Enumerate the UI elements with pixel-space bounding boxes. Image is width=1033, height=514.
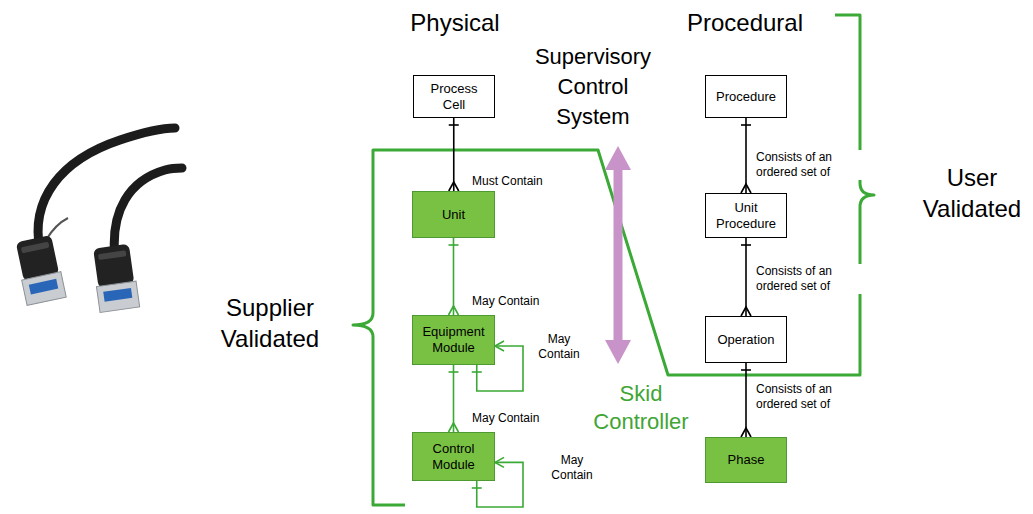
- crows-foot: [449, 306, 459, 315]
- relation-label: Consists of an ordered set of: [754, 150, 870, 180]
- box-text: Control Module: [417, 441, 490, 473]
- relation-label: May Contain: [470, 294, 564, 309]
- system-label: Supervisory Control System: [523, 42, 663, 132]
- relation-connector: [453, 118, 455, 191]
- validation-label: User Validated: [922, 162, 1022, 224]
- box-text: Procedure: [716, 89, 776, 105]
- entity-box: Process Cell: [413, 75, 495, 118]
- relation-label: May Contain: [470, 411, 564, 426]
- relation-connector: [745, 118, 747, 193]
- relation-label: Consists of an ordered set of: [754, 382, 870, 412]
- relation-connector: [453, 238, 455, 315]
- box-text: Unit: [442, 207, 465, 223]
- cardinality-tick: [741, 244, 751, 246]
- relation-connector: [745, 363, 747, 437]
- crows-foot: [449, 423, 459, 432]
- validation-bracket: [353, 15, 874, 505]
- box-text: Equipment Module: [417, 324, 490, 356]
- box-text: Phase: [728, 452, 765, 468]
- column-heading: Procedural: [665, 8, 825, 38]
- cardinality-tick: [449, 124, 459, 126]
- green-box: Equipment Module: [412, 315, 495, 365]
- cardinality-tick: [472, 371, 482, 373]
- relation-connector: [745, 238, 747, 316]
- system-label: Skid Controller: [586, 380, 696, 436]
- box-text: Process Cell: [418, 81, 490, 113]
- crows-foot: [741, 184, 751, 193]
- relation-label: May Contain: [532, 332, 586, 362]
- box-text: Unit Procedure: [710, 200, 782, 232]
- box-text: Operation: [717, 332, 774, 348]
- relation-label: Consists of an ordered set of: [754, 264, 870, 294]
- green-box: Phase: [705, 437, 787, 483]
- usb-cable-illustration: [14, 128, 182, 312]
- entity-box: Operation: [705, 316, 787, 363]
- double-arrow: [605, 146, 631, 364]
- cardinality-tick: [472, 487, 482, 489]
- validation-label: Supplier Validated: [210, 292, 330, 354]
- entity-box: Unit Procedure: [705, 193, 787, 238]
- relation-label: Must Contain: [470, 174, 564, 189]
- green-box: Unit: [412, 191, 495, 238]
- cardinality-tick: [741, 369, 751, 371]
- cardinality-tick: [449, 244, 459, 246]
- column-heading: Physical: [385, 8, 525, 38]
- crows-foot: [495, 341, 504, 351]
- crows-foot: [741, 428, 751, 437]
- crows-foot: [449, 182, 459, 191]
- relation-label: May Contain: [545, 453, 599, 483]
- cardinality-tick: [741, 124, 751, 126]
- entity-box: Procedure: [705, 75, 787, 118]
- green-box: Control Module: [412, 432, 495, 481]
- crows-foot: [495, 457, 504, 467]
- crows-foot: [741, 307, 751, 316]
- cardinality-tick: [449, 371, 459, 373]
